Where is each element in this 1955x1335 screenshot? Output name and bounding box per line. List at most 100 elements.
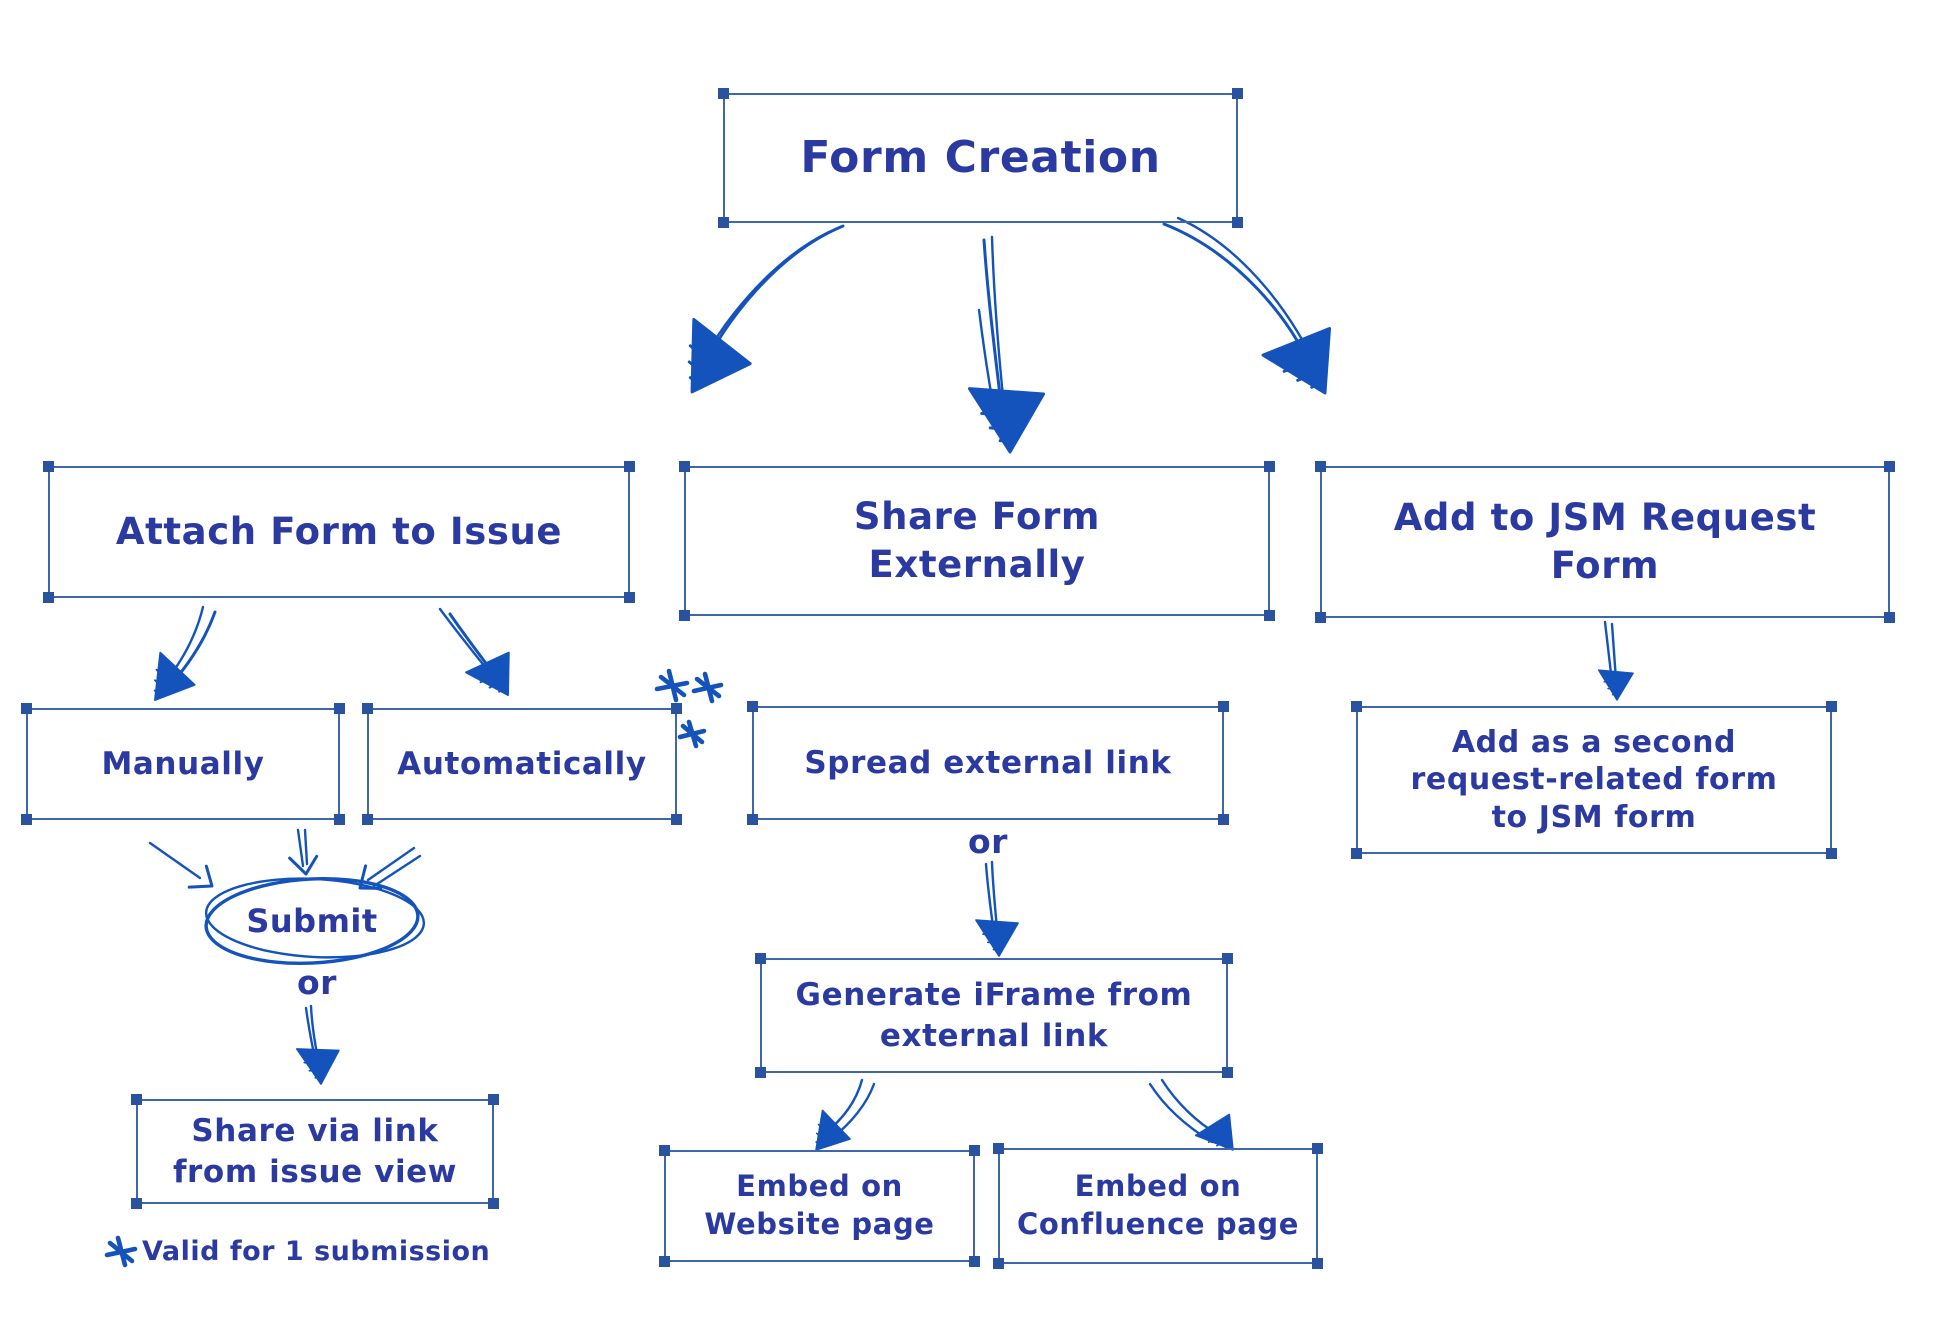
corner-handle: [1351, 848, 1362, 859]
node-label: Share Form: [853, 494, 1101, 538]
submit-ellipse: [204, 876, 426, 966]
corner-handle: [334, 703, 345, 714]
node-label: to JSM form: [1491, 799, 1697, 835]
arrow-form-to-share: [967, 235, 1049, 457]
node-attach-form-to-issue: Attach Form to Issue: [43, 461, 635, 603]
node-add-as-second-form: Add as a second request-related form to …: [1351, 701, 1837, 859]
corner-handle: [993, 1258, 1004, 1269]
node-generate-iframe: Generate iFrame from external link: [755, 953, 1233, 1078]
arrow-spread-to-generate: [975, 860, 1022, 959]
corner-handle: [718, 88, 729, 99]
node-add-to-jsm-request-form: Add to JSM Request Form: [1315, 461, 1895, 623]
node-embed-website: Embed on Website page: [659, 1145, 980, 1267]
corner-handle: [1218, 701, 1229, 712]
corner-handle: [1222, 953, 1233, 964]
corner-handle: [1232, 217, 1243, 228]
node-spread-external-link: Spread external link: [747, 701, 1229, 825]
node-label: Embed on: [736, 1169, 903, 1204]
corner-handle: [671, 814, 682, 825]
corner-handle: [1826, 701, 1837, 712]
corner-handle: [747, 701, 758, 712]
corner-handle: [969, 1145, 980, 1156]
corner-handle: [21, 703, 32, 714]
arrow-form-to-jsm: [1162, 216, 1358, 412]
corner-handle: [624, 461, 635, 472]
submit-label: Submit: [246, 902, 378, 940]
corner-handle: [1264, 461, 1275, 472]
corner-handle: [659, 1256, 670, 1267]
corner-handle: [488, 1198, 499, 1209]
node-label: Website page: [704, 1207, 935, 1241]
arrow-submit-to-sharelink: [295, 1004, 343, 1087]
corner-handle: [131, 1198, 142, 1209]
node-label: Add to JSM Request: [1393, 495, 1817, 539]
node-label: Add as a second: [1451, 724, 1737, 760]
node-label: Automatically: [397, 745, 647, 782]
arrow-attach-to-manually: [135, 605, 217, 715]
node-share-via-link: Share via link from issue view: [131, 1094, 499, 1209]
corner-handle: [1826, 848, 1837, 859]
corner-handle: [1315, 612, 1326, 623]
or-label: or: [968, 822, 1008, 861]
node-label: Form Creation: [800, 132, 1161, 184]
arrow-into-submit-right: [349, 846, 422, 900]
asterisk-icon: [104, 1235, 138, 1268]
node-label: Form: [1550, 544, 1660, 587]
node-label: Spread external link: [804, 744, 1172, 781]
corner-handle: [659, 1145, 670, 1156]
corner-handle: [21, 814, 32, 825]
corner-handle: [1312, 1143, 1323, 1154]
corner-handle: [43, 461, 54, 472]
corner-handle: [334, 814, 345, 825]
corner-handle: [43, 592, 54, 603]
corner-handle: [362, 703, 373, 714]
arrow-into-submit-left: [148, 841, 221, 899]
corner-handle: [1218, 814, 1229, 825]
corner-handle: [969, 1256, 980, 1267]
or-label: or: [297, 963, 337, 1002]
arrow-generate-to-confluence: [1148, 1078, 1250, 1164]
node-label: external link: [879, 1017, 1109, 1054]
corner-handle: [1884, 612, 1895, 623]
corner-handle: [362, 814, 373, 825]
node-label: Share via link: [191, 1113, 439, 1150]
node-label: Confluence page: [1016, 1207, 1300, 1241]
corner-handle: [718, 217, 729, 228]
node-automatically: Automatically: [362, 703, 682, 825]
corner-handle: [1222, 1067, 1233, 1078]
corner-handle: [1312, 1258, 1323, 1269]
arrow-attach-to-automatically: [438, 607, 529, 709]
node-label: Manually: [101, 745, 265, 782]
node-form-creation: Form Creation: [718, 88, 1243, 228]
corner-handle: [1351, 701, 1362, 712]
corner-handle: [755, 1067, 766, 1078]
node-embed-confluence: Embed on Confluence page: [993, 1143, 1323, 1269]
corner-handle: [747, 814, 758, 825]
corner-handle: [671, 703, 682, 714]
corner-handle: [131, 1094, 142, 1105]
corner-handle: [755, 953, 766, 964]
node-label: request-related form: [1410, 762, 1778, 798]
node-label: from issue view: [172, 1153, 458, 1190]
asterisk-icon: [654, 668, 724, 749]
corner-handle: [624, 592, 635, 603]
corner-handle: [1232, 88, 1243, 99]
corner-handle: [1884, 461, 1895, 472]
node-label: Generate iFrame from: [795, 977, 1193, 1014]
arrow-generate-to-website: [800, 1078, 876, 1164]
node-share-form-externally: Share Form Externally: [679, 461, 1275, 621]
node-label: Externally: [868, 543, 1086, 586]
arrow-jsm-to-addsecond: [1597, 620, 1636, 702]
corner-handle: [679, 610, 690, 621]
corner-handle: [1315, 461, 1326, 472]
corner-handle: [1264, 610, 1275, 621]
node-label: Embed on: [1074, 1169, 1242, 1204]
corner-handle: [488, 1094, 499, 1105]
footnote-text: Valid for 1 submission: [142, 1236, 491, 1267]
corner-handle: [993, 1143, 1004, 1154]
arrow-into-submit-center: [288, 828, 321, 878]
corner-handle: [679, 461, 690, 472]
arrow-form-to-attach: [660, 224, 845, 412]
